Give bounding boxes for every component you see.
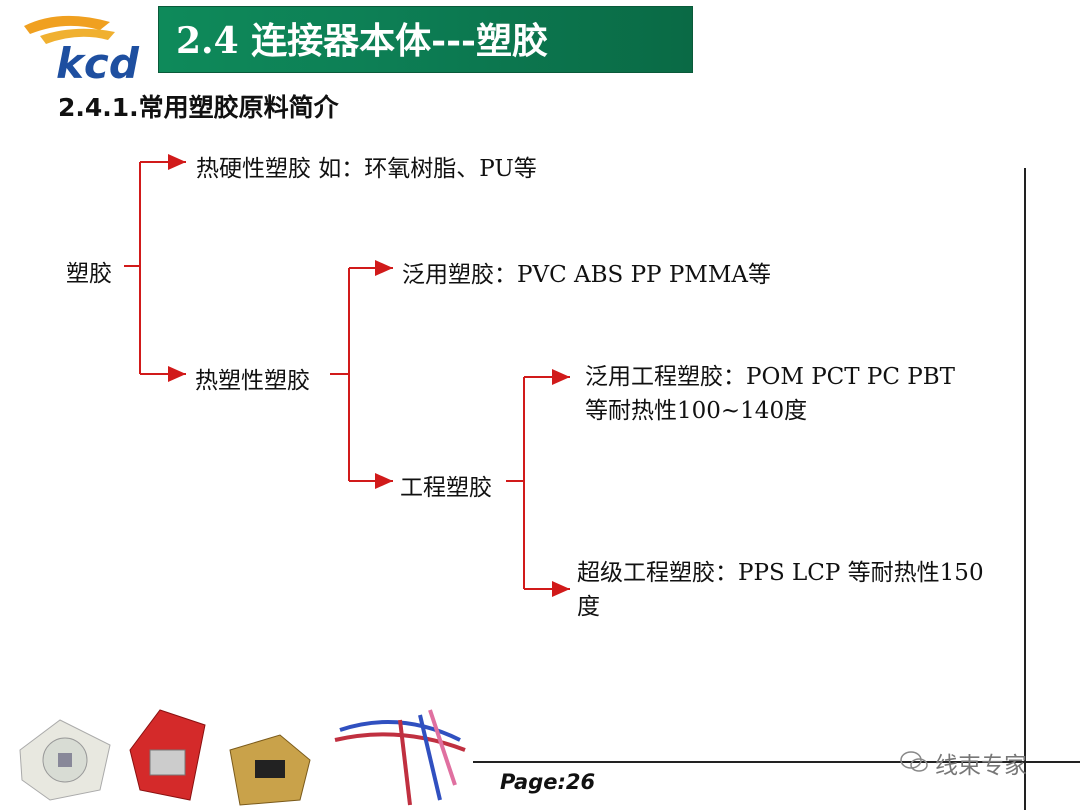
red-connector-icon bbox=[129, 709, 206, 801]
node-general-plastic: 泛用塑胶：PVC ABS PP PMMA等 bbox=[402, 262, 772, 288]
logo-text: kcd bbox=[56, 39, 140, 83]
led-component-icon bbox=[19, 719, 111, 801]
watermark-text: 线束专家 bbox=[935, 753, 1027, 779]
section-heading: 2.4.1.常用塑胶原料简介 bbox=[58, 93, 339, 122]
usb-connector-icon bbox=[229, 734, 311, 806]
node-thermoplastic: 热塑性塑胶 bbox=[195, 368, 310, 394]
right-divider bbox=[1024, 168, 1026, 810]
node-general-engineering-line1: 泛用工程塑胶：POM PCT PC PBT bbox=[585, 364, 956, 390]
cable-assembly-icon bbox=[334, 709, 466, 806]
slide-title: 2.4 连接器本体---塑胶 bbox=[176, 20, 548, 62]
node-super-engineering-line2: 度 bbox=[577, 594, 600, 620]
connector-photos bbox=[19, 709, 466, 806]
node-plastic: 塑胶 bbox=[66, 261, 112, 287]
title-bar bbox=[158, 6, 693, 73]
footer-rule bbox=[473, 761, 1080, 763]
page-number: Page:26 bbox=[500, 770, 596, 794]
node-general-engineering-line2: 等耐热性100~140度 bbox=[585, 398, 808, 424]
kcd-logo: kcd bbox=[24, 15, 140, 83]
node-super-engineering-line1: 超级工程塑胶：PPS LCP 等耐热性150 bbox=[577, 560, 984, 586]
node-engineering-plastic: 工程塑胶 bbox=[400, 475, 492, 501]
node-thermoset: 热硬性塑胶 如：环氧树脂、PU等 bbox=[196, 156, 537, 182]
wechat-icon bbox=[900, 751, 928, 772]
